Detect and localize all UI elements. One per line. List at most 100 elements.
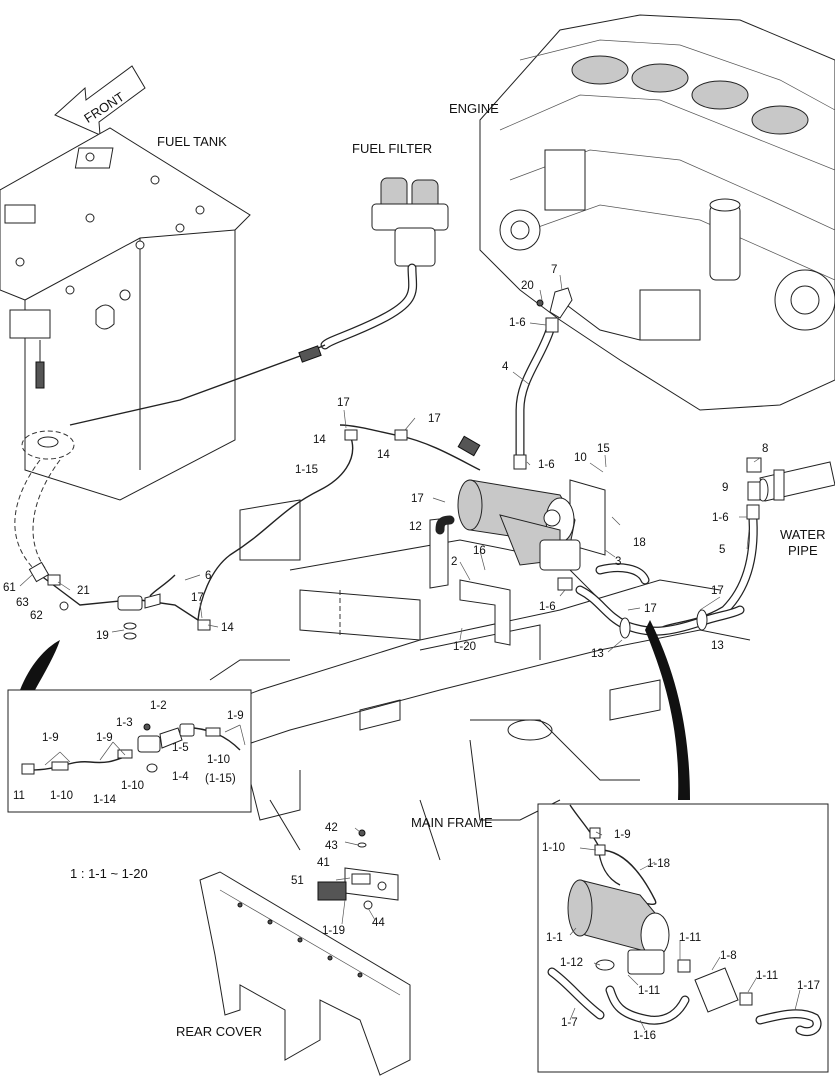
callout-20: 20 <box>521 280 534 292</box>
detail-pointer-left <box>20 640 60 690</box>
callout-13: 13 <box>591 648 604 660</box>
callout-14: 14 <box>313 434 326 446</box>
water-pipe <box>757 461 835 502</box>
fitting-1-6a <box>545 317 559 333</box>
callout-17: 17 <box>428 413 441 425</box>
detail2-callout-1-11: 1-11 <box>756 970 778 982</box>
rear-cover <box>199 871 411 1076</box>
water-pipe-caption-2: PIPE <box>788 543 818 558</box>
fuel-filter <box>320 177 449 350</box>
callout-4: 4 <box>502 361 509 373</box>
detail1-callout-1-3: 1-3 <box>116 717 133 729</box>
engine-caption: ENGINE <box>449 101 499 116</box>
callout-44: 44 <box>372 917 385 929</box>
detail2-callout-1-12: 1-12 <box>560 957 583 969</box>
callout-17: 17 <box>644 603 657 615</box>
callout-2: 2 <box>451 556 457 568</box>
fitting-1-6d <box>557 577 573 591</box>
fitting-8 <box>746 457 762 473</box>
callout-14: 14 <box>221 622 234 634</box>
detail2-callout-1-18: 1-18 <box>647 858 670 870</box>
callout-17: 17 <box>411 493 424 505</box>
callout-14: 14 <box>377 449 390 461</box>
callout-10: 10 <box>574 452 587 464</box>
callout-62: 62 <box>30 610 43 622</box>
engine <box>479 14 835 411</box>
callout-1-6: 1-6 <box>509 317 526 329</box>
fitting-1-6b <box>513 454 527 470</box>
callout-42: 42 <box>325 822 338 834</box>
callout-18: 18 <box>633 537 646 549</box>
callout-17: 17 <box>191 592 204 604</box>
callout-7: 7 <box>551 264 557 276</box>
rear-cover-caption: REAR COVER <box>176 1024 262 1039</box>
detail2-callout-1-9: 1-9 <box>614 829 631 841</box>
main-frame <box>179 499 751 861</box>
callout-51: 51 <box>291 875 304 887</box>
fitting-9 <box>747 481 761 501</box>
clamp-13a <box>619 617 631 639</box>
callout-3: 3 <box>615 556 621 568</box>
callout-1-6: 1-6 <box>712 512 729 524</box>
detail2-callout-1-8: 1-8 <box>720 950 737 962</box>
fuel-tank-caption: FUEL TANK <box>157 134 227 149</box>
detail-heater <box>547 804 822 1037</box>
detail2-callout-1-10: 1-10 <box>542 842 565 854</box>
detail2-callout-1-11: 1-11 <box>638 985 660 997</box>
detail1-callout-1-9: 1-9 <box>96 732 113 744</box>
fuel-tank <box>0 127 251 501</box>
heater-assembly <box>429 479 606 646</box>
callout-1-6: 1-6 <box>539 601 556 613</box>
callout-9: 9 <box>722 482 728 494</box>
callout-19: 19 <box>96 630 109 642</box>
callout-8: 8 <box>762 443 768 455</box>
callout-17: 17 <box>337 397 350 409</box>
legend-caption: 1 : 1-1 ~ 1-20 <box>70 866 148 881</box>
callout-21: 21 <box>77 585 90 597</box>
detail1-callout-1-14: 1-14 <box>93 794 117 806</box>
main-frame-caption: MAIN FRAME <box>411 815 493 830</box>
leader-lines <box>19 274 801 1031</box>
detail2-callout-1-11: 1-11 <box>679 932 701 944</box>
detail2-callout-1-7: 1-7 <box>561 1017 578 1029</box>
bolt-20 <box>536 299 544 307</box>
callout-5: 5 <box>719 544 725 556</box>
relay-bracket <box>317 829 399 910</box>
callout-12: 12 <box>409 521 422 533</box>
detail-fuel-pump <box>21 723 246 775</box>
callout-43: 43 <box>325 840 338 852</box>
detail1-callout-1-10: 1-10 <box>207 754 230 766</box>
callout-15: 15 <box>597 443 610 455</box>
callout-6: 6 <box>205 570 211 582</box>
callout-41: 41 <box>317 857 330 869</box>
detail1-callout-1-15: (1-15) <box>205 773 236 785</box>
elbow-7 <box>549 287 573 319</box>
fuel-pump-main <box>28 561 176 640</box>
callout-63: 63 <box>16 597 29 609</box>
callout-1-19: 1-19 <box>322 925 345 937</box>
detail2-callout-1-17: 1-17 <box>797 980 820 992</box>
detail1-callout-1-4: 1-4 <box>172 771 189 783</box>
detail2-callout-1-16: 1-16 <box>633 1030 656 1042</box>
callout-1-15: 1-15 <box>295 464 318 476</box>
callout-13: 13 <box>711 640 724 652</box>
water-pipe-caption-1: WATER <box>780 527 826 542</box>
front-arrow: FRONT <box>54 65 146 136</box>
callout-16: 16 <box>473 545 486 557</box>
callout-labels: 7 20 1-6 4 17 17 14 14 1-15 1-6 10 15 8 … <box>3 264 820 1042</box>
fuel-line-1-15 <box>197 434 354 621</box>
callout-1-20: 1-20 <box>453 641 476 653</box>
detail2-callout-1-1: 1-1 <box>546 932 563 944</box>
fuel-filter-caption: FUEL FILTER <box>352 141 432 156</box>
detail1-callout-1-10: 1-10 <box>50 790 73 802</box>
detail1-callout-1-9: 1-9 <box>227 710 244 722</box>
detail-pointer-right <box>645 620 690 800</box>
fitting-1-6c <box>746 504 760 520</box>
detail1-callout-1-10: 1-10 <box>121 780 144 792</box>
detail1-callout-1-9: 1-9 <box>42 732 59 744</box>
detail1-callout-1-5: 1-5 <box>172 742 189 754</box>
callout-61: 61 <box>3 582 16 594</box>
clamp-13b <box>696 609 708 631</box>
